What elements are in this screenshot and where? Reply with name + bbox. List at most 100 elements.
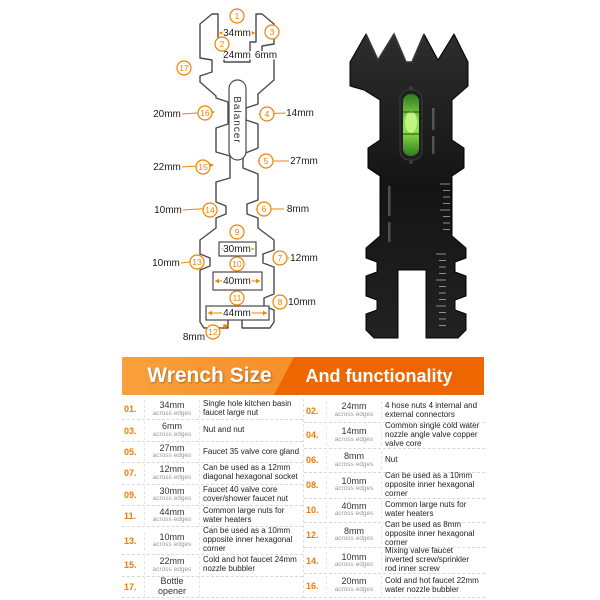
banner-title-functionality: And functionality — [305, 365, 453, 386]
row-size-value: 22mm — [159, 556, 185, 567]
callout-9: 9 — [229, 224, 245, 240]
row-number: 07. — [124, 468, 137, 479]
callout-number: 8 — [278, 297, 283, 307]
dim-arrow — [208, 310, 212, 316]
row-size-unit: across edges — [152, 565, 192, 573]
wrench-product-photo — [349, 31, 469, 339]
row-size-value: 40mm — [341, 500, 367, 511]
callout-circle — [258, 153, 274, 169]
row-number: 12. — [306, 529, 319, 540]
row-size-value: 12mm — [159, 464, 185, 475]
row-size-value: 20mm — [341, 576, 367, 587]
callout-2: 2 — [214, 36, 230, 52]
callout-number: 2 — [220, 39, 225, 49]
row-size-value: 8mm — [344, 451, 364, 462]
size-label: 22mm — [153, 162, 181, 173]
callout-8: 8 — [272, 294, 288, 310]
dimension-lines — [208, 30, 267, 316]
row-number: 09. — [124, 489, 137, 500]
callout-10: 10 — [229, 256, 245, 272]
banner-title-size: Wrench Size — [147, 364, 272, 387]
housing-screw-bottom — [409, 160, 413, 164]
size-label: 40mm — [223, 276, 251, 287]
size-label: 30mm — [223, 244, 251, 255]
dim-arrow — [221, 246, 225, 252]
size-label: 44mm — [223, 308, 251, 319]
dim-arrow — [219, 30, 223, 36]
row-description: Faucet 35 valve core gland — [203, 446, 300, 456]
callout-number: 6 — [262, 204, 267, 214]
row-description: Can be used as 8mm opposite inner hexago… — [385, 520, 475, 548]
row-size-value: Bottle opener — [157, 576, 187, 596]
callout-number: 11 — [233, 293, 242, 303]
callout-12: 12 — [205, 324, 221, 340]
callout-number: 13 — [192, 257, 202, 267]
size-label: 8mm — [287, 204, 309, 215]
callout-circle — [256, 201, 272, 217]
row-description: Cold and hot faucet 22mm water nozzle bu… — [385, 575, 479, 594]
row-number: 08. — [306, 480, 319, 491]
size-label: 8mm — [183, 332, 205, 343]
callout-circle — [229, 8, 245, 24]
callout-7: 7 — [272, 250, 288, 266]
callout-circle — [229, 256, 245, 272]
row-description: Mixing valve faucet inverted screw/sprin… — [385, 546, 470, 574]
row-size-value: 6mm — [162, 421, 182, 432]
row-size-value: 34mm — [159, 400, 185, 411]
row-size-unit: across edges — [334, 435, 374, 443]
row-number: 02. — [306, 405, 319, 416]
row-size-cell: Bottle opener — [144, 576, 200, 598]
size-label: 14mm — [286, 108, 314, 119]
callout-circle — [189, 254, 205, 270]
row-number: 04. — [306, 430, 319, 441]
callout-16: 16 — [197, 105, 213, 121]
balancer-capsule — [228, 79, 247, 161]
callout-14: 14 — [202, 202, 218, 218]
callout-circle — [202, 202, 218, 218]
callout-17: 17 — [176, 60, 192, 76]
callout-circle — [259, 106, 275, 122]
row-size-unit: across edges — [334, 485, 374, 493]
row-size-value: 44mm — [159, 507, 185, 518]
dim-arrow — [251, 30, 255, 36]
row-number: 05. — [124, 446, 137, 457]
row-size-unit: across edges — [152, 473, 192, 481]
size-label: 34mm — [223, 28, 251, 39]
table-row-17: 17.Bottle opener — [122, 576, 303, 598]
row-size-value: 10mm — [341, 476, 367, 486]
row-size-unit: across edges — [334, 535, 374, 543]
row-number: 10. — [306, 505, 319, 515]
row-size-unit: across edges — [152, 495, 192, 503]
balancer-label: Balancer — [231, 96, 242, 143]
dim-arrow — [250, 246, 254, 252]
row-description — [200, 586, 303, 588]
size-label: 10mm — [152, 258, 180, 269]
row-size-unit: across edges — [152, 430, 192, 438]
callout-number: 7 — [278, 253, 283, 263]
size-label: 27mm — [290, 156, 318, 167]
callout-1: 1 — [229, 8, 245, 24]
callout-circle — [272, 250, 288, 266]
black-wrench-silhouette — [349, 33, 469, 339]
